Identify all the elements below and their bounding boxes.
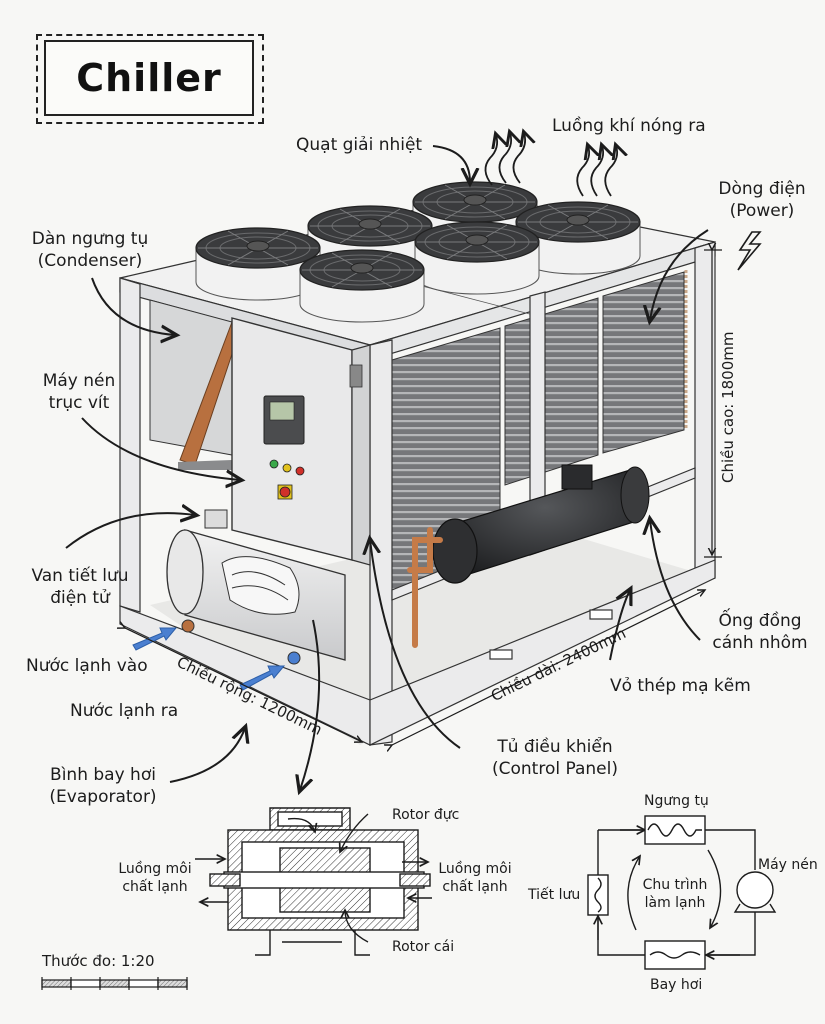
vent-icon [349, 364, 363, 388]
label-power-line1: Dòng điện [718, 179, 806, 199]
label-flow-left-line1: Luồng môi [118, 861, 192, 877]
button-red [295, 466, 305, 476]
label-coil: Ống đồng cánh nhôm [710, 610, 810, 654]
label-flow-right-line2: chất lạnh [442, 879, 508, 895]
scale-segment [128, 979, 159, 988]
hot-air-arrows [484, 133, 617, 197]
condenser-coil-panels [388, 270, 688, 592]
label-valve-line1: Van tiết lưu [31, 566, 129, 586]
label-compressor: Máy nén trục vít [24, 370, 134, 414]
page-title: Chiller [76, 56, 222, 100]
compressor-flow-arrows [195, 813, 432, 943]
fan-icon [299, 249, 425, 323]
power-lightning-icon [737, 231, 762, 271]
label-flow-left: Luồng môi chất lạnh [110, 860, 200, 896]
label-casing: Vỏ thép mạ kẽm [610, 676, 751, 696]
refrigeration-cycle [587, 815, 777, 970]
emergency-stop-button [279, 486, 291, 498]
label-condenser-line2: (Condenser) [37, 251, 143, 271]
scale-bar [41, 977, 188, 990]
label-flow-right-line1: Luồng môi [438, 861, 512, 877]
title-frame [36, 34, 264, 124]
compressor-cross-section [209, 807, 431, 956]
label-power-line2: (Power) [729, 201, 795, 221]
label-evaporator-line1: Bình bay hơi [50, 765, 156, 785]
cycle-center-line1: Chu trình [642, 877, 708, 893]
button-yellow [282, 463, 292, 473]
fan-icon [515, 201, 641, 275]
label-valve: Van tiết lưu điện tử [20, 565, 140, 609]
shell-tube-vessel [407, 464, 650, 648]
left-condenser-coil [149, 299, 241, 470]
scale-label: Thước đo: 1:20 [42, 952, 155, 970]
cycle-label-evaporator: Bay hơi [650, 977, 703, 993]
label-hot-air: Luồng khí nóng ra [552, 116, 706, 136]
scale-segment [157, 979, 188, 988]
label-evaporator: Bình bay hơi (Evaporator) [38, 764, 168, 808]
label-coil-line1: Ống đồng [718, 611, 802, 631]
label-evaporator-line2: (Evaporator) [49, 787, 157, 807]
label-control-line2: (Control Panel) [492, 759, 618, 779]
dimension-height: Chiều cao: 1800mm [719, 331, 737, 484]
label-compressor-line2: trục vít [48, 393, 110, 413]
label-condenser: Dàn ngưng tụ (Condenser) [20, 228, 160, 272]
button-green [269, 459, 279, 469]
label-condenser-line1: Dàn ngưng tụ [31, 229, 149, 249]
cycle-center-label: Chu trình làm lạnh [630, 876, 720, 912]
scale-segment [99, 979, 130, 988]
cycle-label-expansion: Tiết lưu [528, 887, 581, 903]
control-panel [231, 317, 371, 566]
label-flow-left-line2: chất lạnh [122, 879, 188, 895]
cycle-label-condenser: Ngưng tụ [644, 793, 709, 809]
fan-icon [195, 227, 321, 301]
label-valve-line2: điện tử [50, 588, 110, 608]
label-female-rotor: Rotor cái [392, 939, 455, 955]
label-power: Dòng điện (Power) [712, 178, 812, 222]
scale-segment [70, 979, 101, 988]
scale-segment [41, 979, 72, 988]
title-box: Chiller [44, 40, 254, 116]
label-water-out: Nước lạnh ra [70, 701, 179, 721]
expansion-valve [204, 509, 228, 529]
dimension-lines [125, 250, 722, 745]
label-control-line1: Tủ điều khiển [497, 737, 613, 757]
cycle-center-line2: làm lạnh [644, 895, 706, 911]
label-coil-line2: cánh nhôm [712, 633, 808, 653]
label-control-panel: Tủ điều khiển (Control Panel) [480, 736, 630, 780]
cycle-label-compressor: Máy nén [758, 857, 818, 873]
fan-icon [414, 221, 540, 295]
label-male-rotor: Rotor đực [392, 807, 460, 823]
label-water-in: Nước lạnh vào [26, 656, 148, 676]
label-flow-right: Luồng môi chất lạnh [430, 860, 520, 896]
label-compressor-line1: Máy nén [42, 371, 116, 391]
label-fan: Quạt giải nhiệt [296, 135, 423, 155]
fans [195, 181, 641, 323]
